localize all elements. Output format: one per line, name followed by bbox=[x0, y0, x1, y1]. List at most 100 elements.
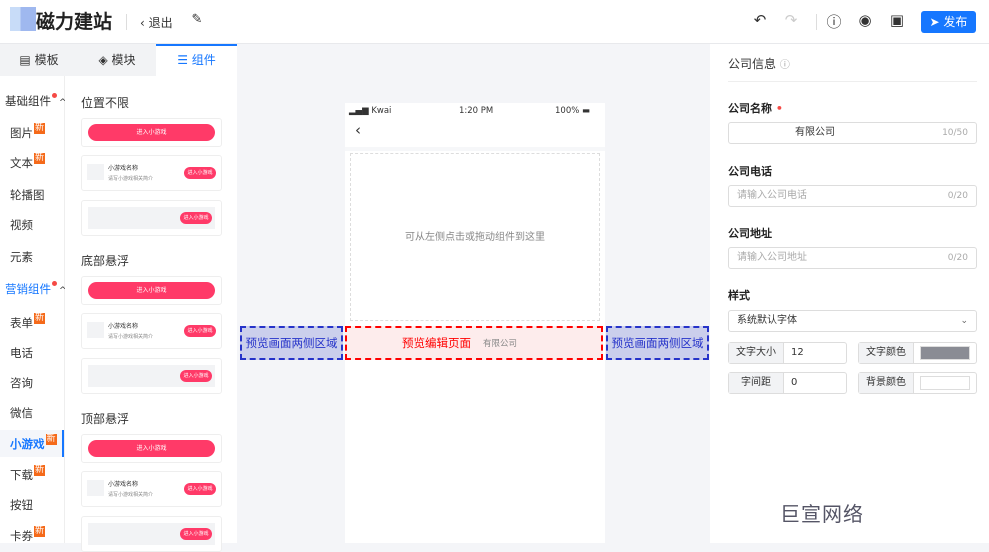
nav-item-text[interactable]: 文本新 bbox=[10, 153, 46, 171]
tab-templates[interactable]: ▤ 模板 bbox=[0, 44, 78, 76]
game-desc: 请写小游戏相关简介 bbox=[108, 492, 154, 498]
addon-label: 背景颜色 bbox=[859, 373, 914, 393]
new-badge: 新 bbox=[34, 123, 46, 134]
company-preview-text: 有限公司 bbox=[483, 339, 518, 349]
game-name: 小游戏名称 bbox=[108, 481, 139, 488]
top-header: 磁力建站 ‹ 退出 ✎ ↶ ↷ ⓘ ◉ ▣ ➤ 发布 bbox=[0, 0, 989, 44]
game-desc: 请写小游戏相关简介 bbox=[108, 176, 154, 182]
nav-item-download[interactable]: 下载新 bbox=[10, 465, 46, 483]
divider bbox=[816, 14, 817, 30]
game-button: 进入小游戏 bbox=[184, 483, 216, 495]
company-address-label: 公司地址 bbox=[728, 227, 772, 240]
nav-item-wechat[interactable]: 微信 bbox=[10, 406, 33, 420]
help-icon[interactable]: ⓘ bbox=[826, 13, 842, 31]
game-button: 进入小游戏 bbox=[88, 124, 215, 141]
tab-components[interactable]: ☰ 组件 bbox=[156, 44, 237, 76]
dot-indicator bbox=[52, 93, 57, 98]
exit-button[interactable]: ‹ 退出 bbox=[140, 14, 173, 31]
bg-color-swatch bbox=[920, 376, 970, 390]
save-icon[interactable]: ▣ bbox=[889, 11, 905, 29]
company-name-label: 公司名称 • bbox=[728, 102, 783, 115]
layout-icon: ▤ bbox=[19, 53, 35, 67]
nav-label: 卡券 bbox=[10, 529, 33, 543]
group-basic[interactable]: 基础组件^ bbox=[5, 93, 67, 109]
component-card-info[interactable]: 小游戏名称请写小游戏相关简介 进入小游戏 bbox=[81, 313, 222, 349]
bg-color-field[interactable]: 背景颜色 bbox=[858, 372, 977, 394]
component-card-info[interactable]: 小游戏名称请写小游戏相关简介 进入小游戏 bbox=[81, 155, 222, 191]
watermark: 巨宣网络 bbox=[780, 502, 864, 526]
annotation-center-label: 预览编辑页面 bbox=[402, 336, 471, 350]
carrier: ▂▄▆ Kwai bbox=[349, 106, 392, 116]
addon-label: 文字颜色 bbox=[859, 343, 914, 363]
nav-item-phone[interactable]: 电话 bbox=[10, 346, 33, 360]
component-card-button[interactable]: 进入小游戏 bbox=[81, 118, 222, 147]
nav-item-element[interactable]: 元素 bbox=[10, 250, 33, 264]
section-title: 顶部悬浮 bbox=[81, 412, 130, 426]
nav-label: 图片 bbox=[10, 126, 33, 140]
component-card-banner[interactable]: 进入小游戏 bbox=[81, 358, 222, 394]
nav-item-minigame[interactable]: 小游戏新 bbox=[10, 434, 57, 452]
game-button: 进入小游戏 bbox=[88, 282, 215, 299]
edit-icon[interactable]: ✎ bbox=[191, 12, 203, 27]
brand-title: 磁力建站 bbox=[36, 11, 113, 33]
tab-modules[interactable]: ◈ 模块 bbox=[78, 44, 156, 76]
annotation-edit-page[interactable]: 预览编辑页面 有限公司 bbox=[345, 326, 603, 360]
game-name: 小游戏名称 bbox=[108, 323, 139, 330]
nav-label: 表单 bbox=[10, 316, 33, 330]
component-card-info[interactable]: 小游戏名称请写小游戏相关简介 进入小游戏 bbox=[81, 471, 222, 507]
send-icon: ➤ bbox=[929, 15, 944, 29]
game-desc: 请写小游戏相关简介 bbox=[108, 334, 154, 340]
nav-label: 下载 bbox=[10, 468, 33, 482]
left-tabs: ▤ 模板 ◈ 模块 ☰ 组件 bbox=[0, 44, 237, 76]
undo-icon[interactable]: ↶ bbox=[753, 11, 767, 29]
help-icon[interactable]: ⓘ bbox=[779, 60, 790, 71]
component-card-button[interactable]: 进入小游戏 bbox=[81, 276, 222, 305]
nav-item-image[interactable]: 图片新 bbox=[10, 123, 46, 141]
annotation-left-side: 预览画面两侧区域 bbox=[240, 326, 343, 360]
preview-eye-icon[interactable]: ◉ bbox=[858, 11, 872, 29]
text-color-field[interactable]: 文字颜色 bbox=[858, 342, 977, 364]
font-select[interactable]: 系统默认字体⌄ bbox=[728, 310, 977, 332]
exit-label: 退出 bbox=[148, 16, 173, 30]
game-button: 进入小游戏 bbox=[88, 440, 215, 457]
cube-icon: ◈ bbox=[98, 53, 112, 67]
game-button: 进入小游戏 bbox=[184, 167, 216, 179]
game-button: 进入小游戏 bbox=[180, 212, 212, 224]
redo-icon[interactable]: ↷ bbox=[784, 11, 798, 29]
company-phone-label: 公司电话 bbox=[728, 165, 772, 178]
new-badge: 新 bbox=[34, 313, 46, 324]
component-card-banner[interactable]: 进入小游戏 bbox=[81, 516, 222, 552]
dot-indicator bbox=[52, 281, 57, 286]
section-title: 位置不限 bbox=[81, 96, 130, 110]
back-icon[interactable]: ‹ bbox=[355, 121, 361, 139]
section-title: 底部悬浮 bbox=[81, 254, 130, 268]
game-button: 进入小游戏 bbox=[184, 325, 216, 337]
divider bbox=[126, 14, 127, 30]
chevron-up-icon: ^ bbox=[59, 286, 67, 296]
nav-item-consult[interactable]: 咨询 bbox=[10, 376, 33, 390]
publish-button[interactable]: ➤ 发布 bbox=[921, 11, 976, 33]
image-placeholder-icon bbox=[87, 322, 104, 338]
image-placeholder-icon bbox=[87, 164, 104, 180]
game-name: 小游戏名称 bbox=[108, 165, 139, 172]
nav-item-button[interactable]: 按钮 bbox=[10, 498, 33, 512]
style-label: 样式 bbox=[728, 289, 750, 302]
component-list: 位置不限 进入小游戏 小游戏名称请写小游戏相关简介进入小游戏 进入小游戏底部悬浮… bbox=[65, 76, 237, 552]
nav-item-carousel[interactable]: 轮播图 bbox=[10, 188, 45, 202]
component-card-button[interactable]: 进入小游戏 bbox=[81, 434, 222, 463]
nav-item-video[interactable]: 视频 bbox=[10, 218, 33, 232]
nav-item-coupon[interactable]: 卡券新 bbox=[10, 526, 46, 544]
group-label: 基础组件 bbox=[5, 94, 51, 108]
drop-zone[interactable]: 可从左侧点击或拖动组件到这里 bbox=[350, 153, 600, 321]
group-marketing[interactable]: 营销组件^ bbox=[5, 281, 67, 297]
component-category-nav: 基础组件^ 图片新 文本新 轮播图 视频 元素 营销组件^ 表单新 电话 咨询 … bbox=[0, 76, 67, 544]
annotation-right-side: 预览画面两侧区域 bbox=[606, 326, 709, 360]
tab-label: 模板 bbox=[34, 53, 59, 67]
nav-item-form[interactable]: 表单新 bbox=[10, 313, 46, 331]
component-card-banner[interactable]: 进入小游戏 bbox=[81, 200, 222, 236]
